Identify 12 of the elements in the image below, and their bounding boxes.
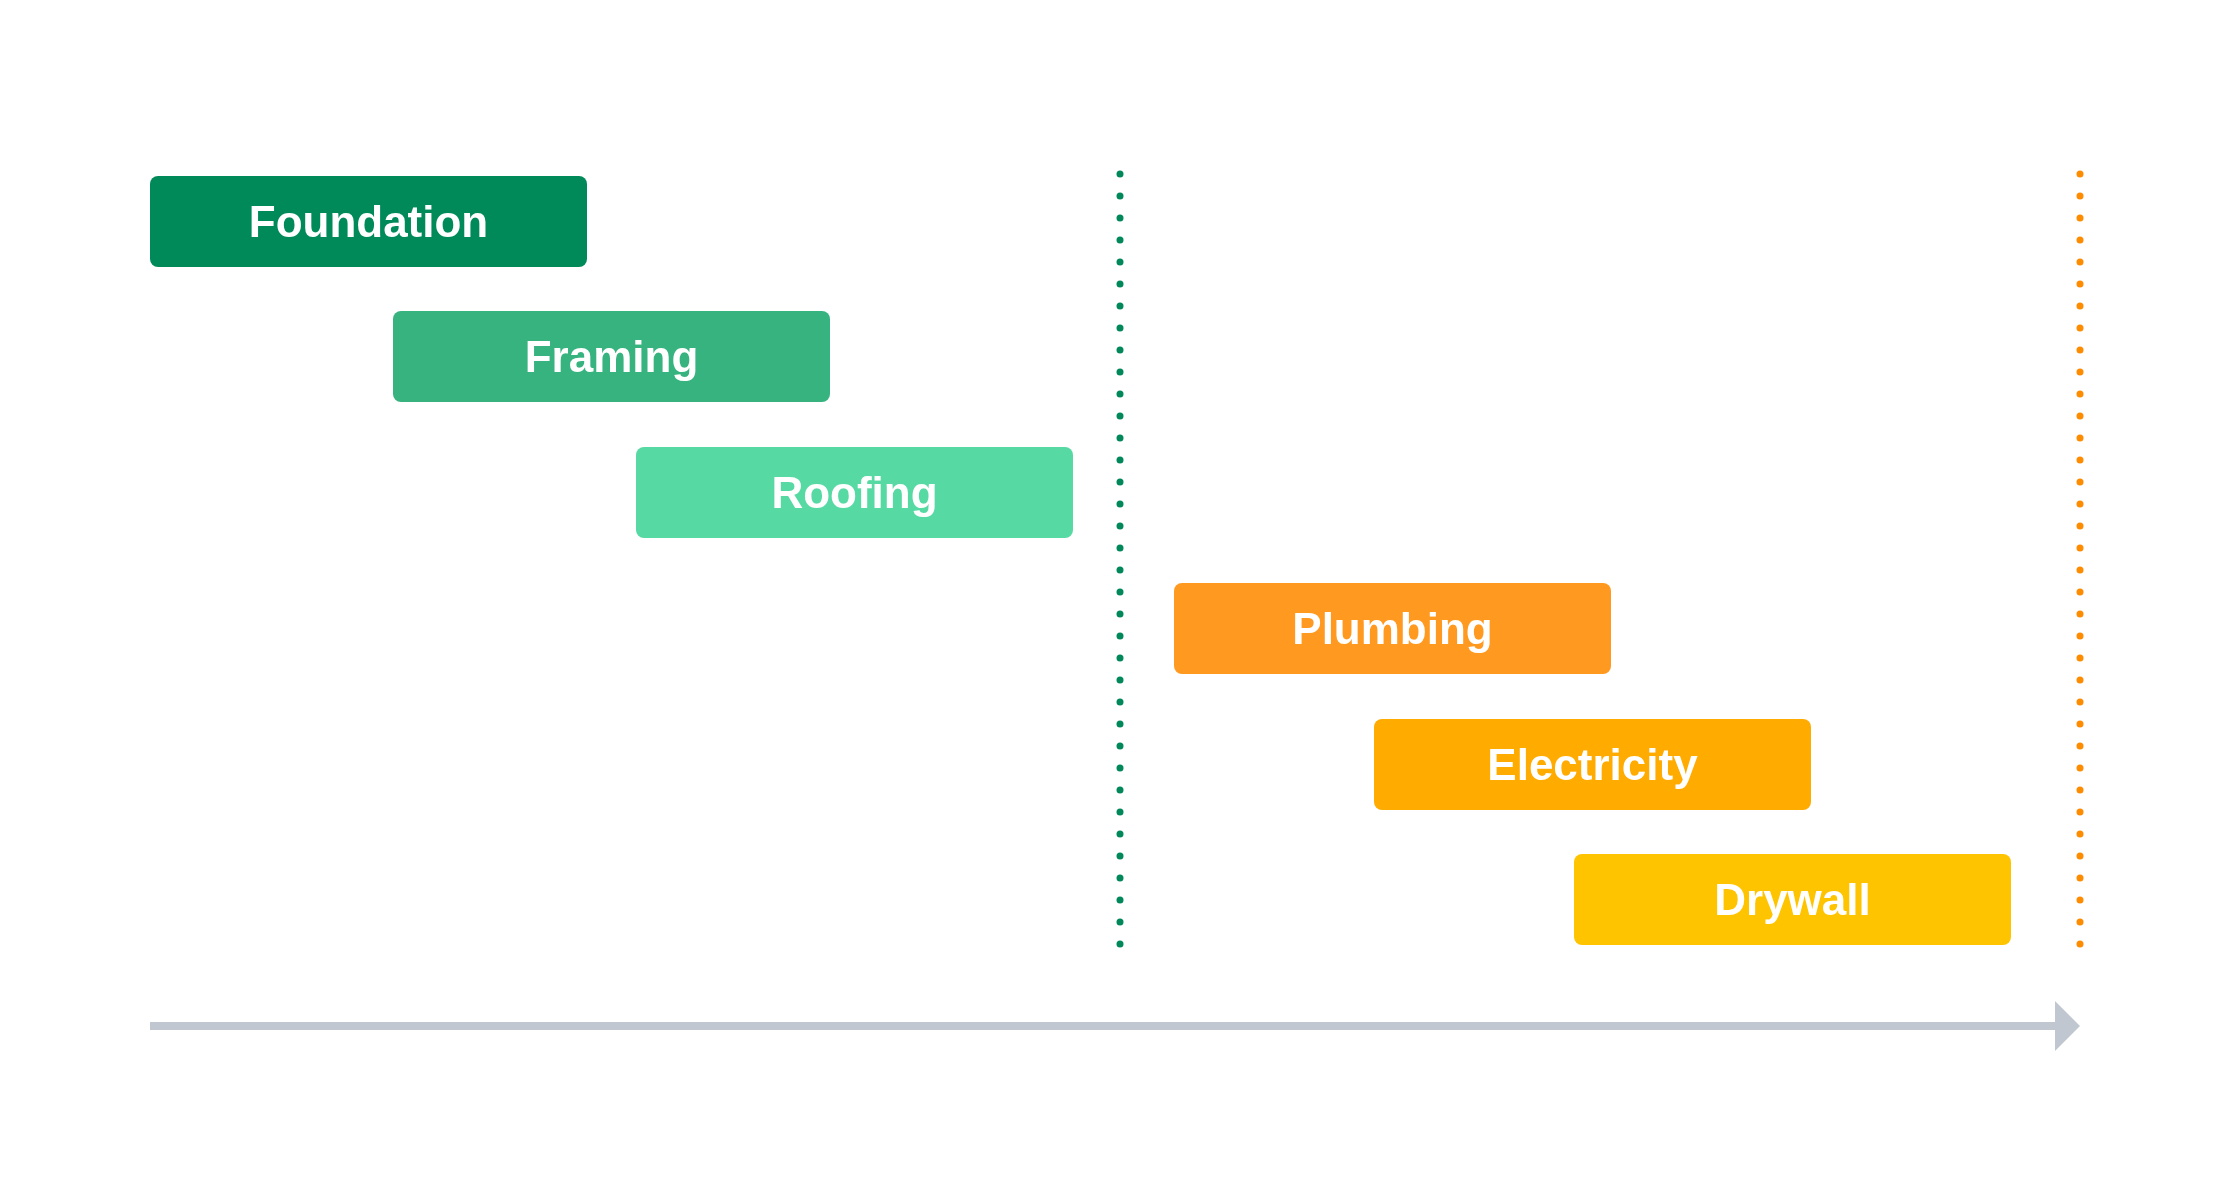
task-bar [150,176,587,267]
task-label: Electricity [1487,739,1698,790]
task-bar [393,311,830,402]
task-label: Framing [524,331,699,382]
task-bar [1174,583,1611,674]
task-bar [1374,719,1811,810]
task-bar [636,447,1073,538]
task-label: Foundation [248,196,489,247]
task-label: Plumbing [1292,603,1493,654]
task-bar [1574,854,2011,945]
task-label: Drywall [1714,874,1871,925]
task-label: Roofing [771,467,938,518]
